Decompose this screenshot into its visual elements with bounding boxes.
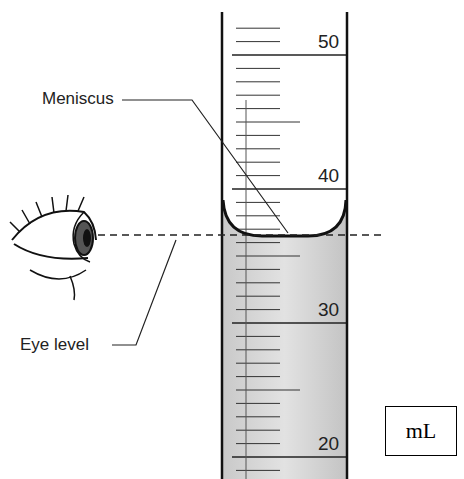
scale-number: 30 xyxy=(318,299,339,322)
tick-mark xyxy=(236,135,280,136)
scale-number: 40 xyxy=(318,165,339,188)
tick-mark xyxy=(236,68,280,69)
tick-mark xyxy=(236,363,280,364)
leader-line xyxy=(112,240,176,345)
leader-line xyxy=(122,100,288,233)
unit-text: mL xyxy=(406,418,437,444)
tick-mark xyxy=(236,242,280,243)
cylinder-wall xyxy=(221,12,224,479)
cylinder-wall xyxy=(346,12,349,479)
tick-mark xyxy=(236,430,280,431)
tick-mark xyxy=(236,470,280,471)
tick-mark xyxy=(236,269,280,270)
tick-mark xyxy=(236,148,280,149)
tick-mark xyxy=(236,215,280,216)
tick-mark xyxy=(236,162,280,163)
tick-mark xyxy=(236,41,280,42)
major-lines xyxy=(232,55,346,457)
meniscus-curve xyxy=(223,200,346,236)
eye-level-line xyxy=(98,234,386,235)
tick-mark xyxy=(236,28,280,29)
tick-mark xyxy=(236,336,280,337)
scale-rule xyxy=(246,100,247,479)
tick-mark xyxy=(236,349,280,350)
tick-mark xyxy=(236,416,280,417)
tick-mark xyxy=(236,309,280,310)
eye-symbol xyxy=(10,195,96,300)
scale-number: 20 xyxy=(318,433,339,456)
tick-mark xyxy=(236,95,280,96)
tick-mark xyxy=(236,403,280,404)
tick-mark xyxy=(236,443,280,444)
scale-number: 50 xyxy=(318,31,339,54)
tick-mark xyxy=(236,376,280,377)
tick-mark xyxy=(236,81,280,82)
tick-mark xyxy=(236,229,280,230)
callout-label: Meniscus xyxy=(42,89,114,109)
tick-mark xyxy=(236,282,280,283)
tick-mark xyxy=(236,202,280,203)
unit-box: mL xyxy=(385,406,457,456)
liquid xyxy=(223,200,346,479)
tick-mark xyxy=(236,175,280,176)
callout-label: Eye level xyxy=(20,335,89,355)
tick-mark xyxy=(236,108,280,109)
tick-mark xyxy=(236,296,280,297)
